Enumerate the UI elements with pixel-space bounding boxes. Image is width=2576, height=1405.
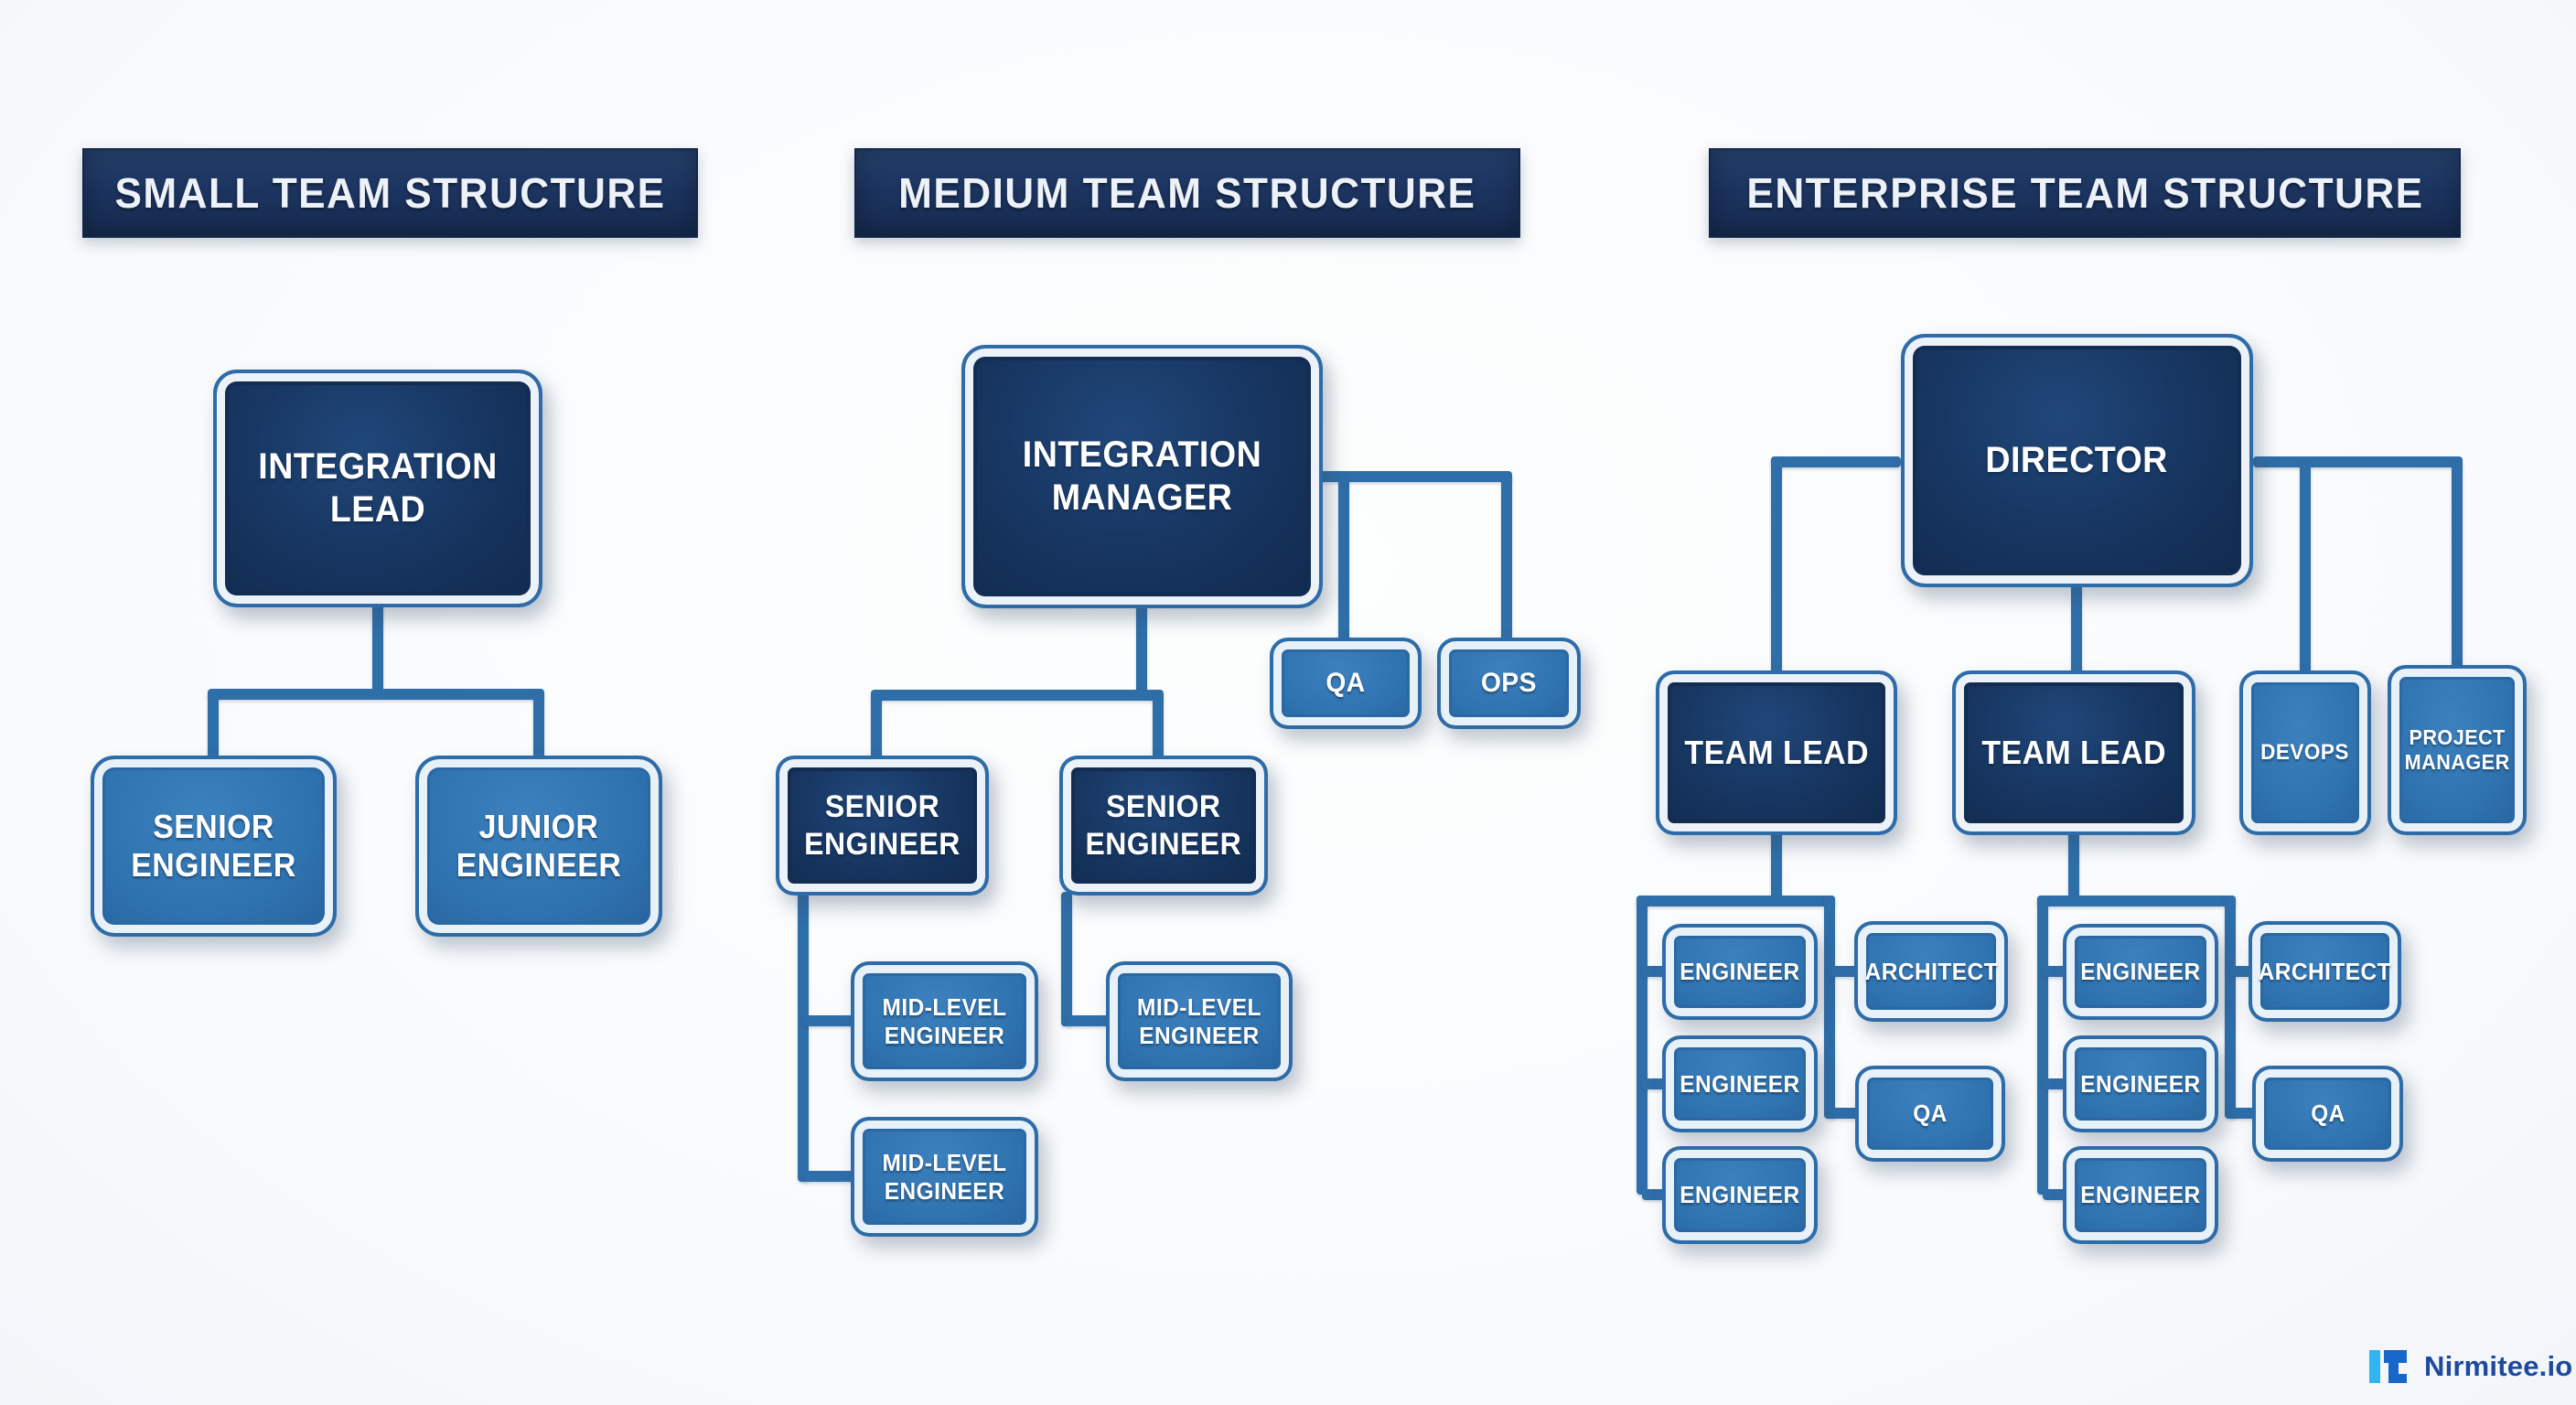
connector-director-stem	[2071, 584, 2082, 675]
node-team-lead-2: TEAM LEAD	[1952, 670, 2195, 835]
connector-medium-branch	[871, 690, 1164, 701]
node-engineer-2-group2: ENGINEER	[2063, 1035, 2218, 1132]
connector-teamlead1-stem	[1771, 831, 1782, 901]
connector-small-riser-left	[208, 693, 219, 761]
node-project-manager: PROJECT MANAGER	[2388, 665, 2527, 835]
node-senior-engineer-1-medium: SENIOR ENGINEER	[776, 756, 989, 896]
connector-devops-riser	[2300, 462, 2311, 676]
connector-group1-spine	[1637, 896, 1648, 1195]
connector-pm-riser	[2452, 462, 2463, 670]
node-senior-engineer-2-medium: SENIOR ENGINEER	[1059, 756, 1268, 896]
node-architect-group2: ARCHITECT	[2249, 921, 2401, 1022]
nirmitee-logo-icon	[2369, 1350, 2407, 1383]
connector-group1-stub-qa	[1830, 1108, 1863, 1119]
node-integration-manager: INTEGRATION MANAGER	[961, 345, 1323, 608]
connector-group1-top	[1637, 896, 1835, 906]
node-director: DIRECTOR	[1901, 334, 2253, 587]
connector-medium-riser-left	[871, 695, 882, 761]
small-team-title: SMALL TEAM STRUCTURE	[82, 148, 698, 238]
node-devops: DEVOPS	[2239, 670, 2371, 835]
connector-director-right-branch	[2253, 456, 2463, 467]
connector-director-left-branch	[1771, 456, 1901, 467]
medium-team-title: MEDIUM TEAM STRUCTURE	[854, 148, 1520, 238]
connector-small-riser-right	[533, 693, 544, 761]
connector-medium-staff-branch	[1317, 471, 1512, 482]
node-engineer-1-group2: ENGINEER	[2063, 924, 2218, 1020]
enterprise-team-title: ENTERPRISE TEAM STRUCTURE	[1709, 148, 2461, 238]
connector-medium-riser-right	[1153, 695, 1164, 761]
node-engineer-1-group1: ENGINEER	[1662, 924, 1818, 1020]
connector-group2-spine	[2037, 896, 2048, 1195]
connector-medium-qa-riser	[1338, 476, 1349, 642]
node-senior-engineer-small: SENIOR ENGINEER	[91, 756, 337, 937]
node-qa-group1: QA	[1855, 1066, 2005, 1162]
node-engineer-3-group2: ENGINEER	[2063, 1146, 2218, 1244]
connector-medium-stub-ml3	[1067, 1015, 1114, 1026]
node-junior-engineer-small: JUNIOR ENGINEER	[415, 756, 662, 937]
connector-group2-top	[2037, 896, 2236, 906]
node-architect-group1: ARCHITECT	[1854, 921, 2008, 1022]
connector-group2-right-vert	[2225, 896, 2236, 1119]
connector-medium-spine-1	[798, 892, 809, 1182]
connector-medium-stub-ml1	[803, 1015, 858, 1026]
connector-teamlead1-riser	[1771, 456, 1782, 676]
node-team-lead-1: TEAM LEAD	[1656, 670, 1897, 835]
node-ops-medium: OPS	[1437, 638, 1581, 729]
connector-medium-stem	[1136, 604, 1147, 695]
enterprise-team-title-text: ENTERPRISE TEAM STRUCTURE	[1745, 169, 2424, 217]
brand-logo: Nirmitee.io	[2369, 1348, 2572, 1385]
node-mid-level-engineer-2: MID-LEVEL ENGINEER	[851, 1117, 1038, 1237]
node-qa-group2: QA	[2252, 1066, 2403, 1162]
node-mid-level-engineer-3: MID-LEVEL ENGINEER	[1106, 961, 1293, 1081]
connector-small-stem	[372, 602, 383, 695]
connector-medium-stub-ml2	[803, 1171, 858, 1182]
brand-logo-text: Nirmitee.io	[2424, 1350, 2573, 1382]
node-mid-level-engineer-1: MID-LEVEL ENGINEER	[851, 961, 1038, 1081]
connector-group1-right-vert	[1824, 896, 1835, 1119]
connector-small-branch	[208, 689, 544, 700]
node-engineer-2-group1: ENGINEER	[1662, 1035, 1818, 1132]
node-integration-lead: INTEGRATION LEAD	[213, 370, 542, 607]
medium-team-title-text: MEDIUM TEAM STRUCTURE	[898, 169, 1476, 217]
node-engineer-3-group1: ENGINEER	[1662, 1146, 1818, 1244]
connector-medium-spine-2	[1061, 892, 1072, 1026]
small-team-title-text: SMALL TEAM STRUCTURE	[114, 169, 666, 217]
node-qa-medium: QA	[1270, 638, 1422, 729]
connector-teamlead2-stem	[2068, 831, 2079, 901]
connector-medium-ops-riser	[1501, 476, 1512, 642]
